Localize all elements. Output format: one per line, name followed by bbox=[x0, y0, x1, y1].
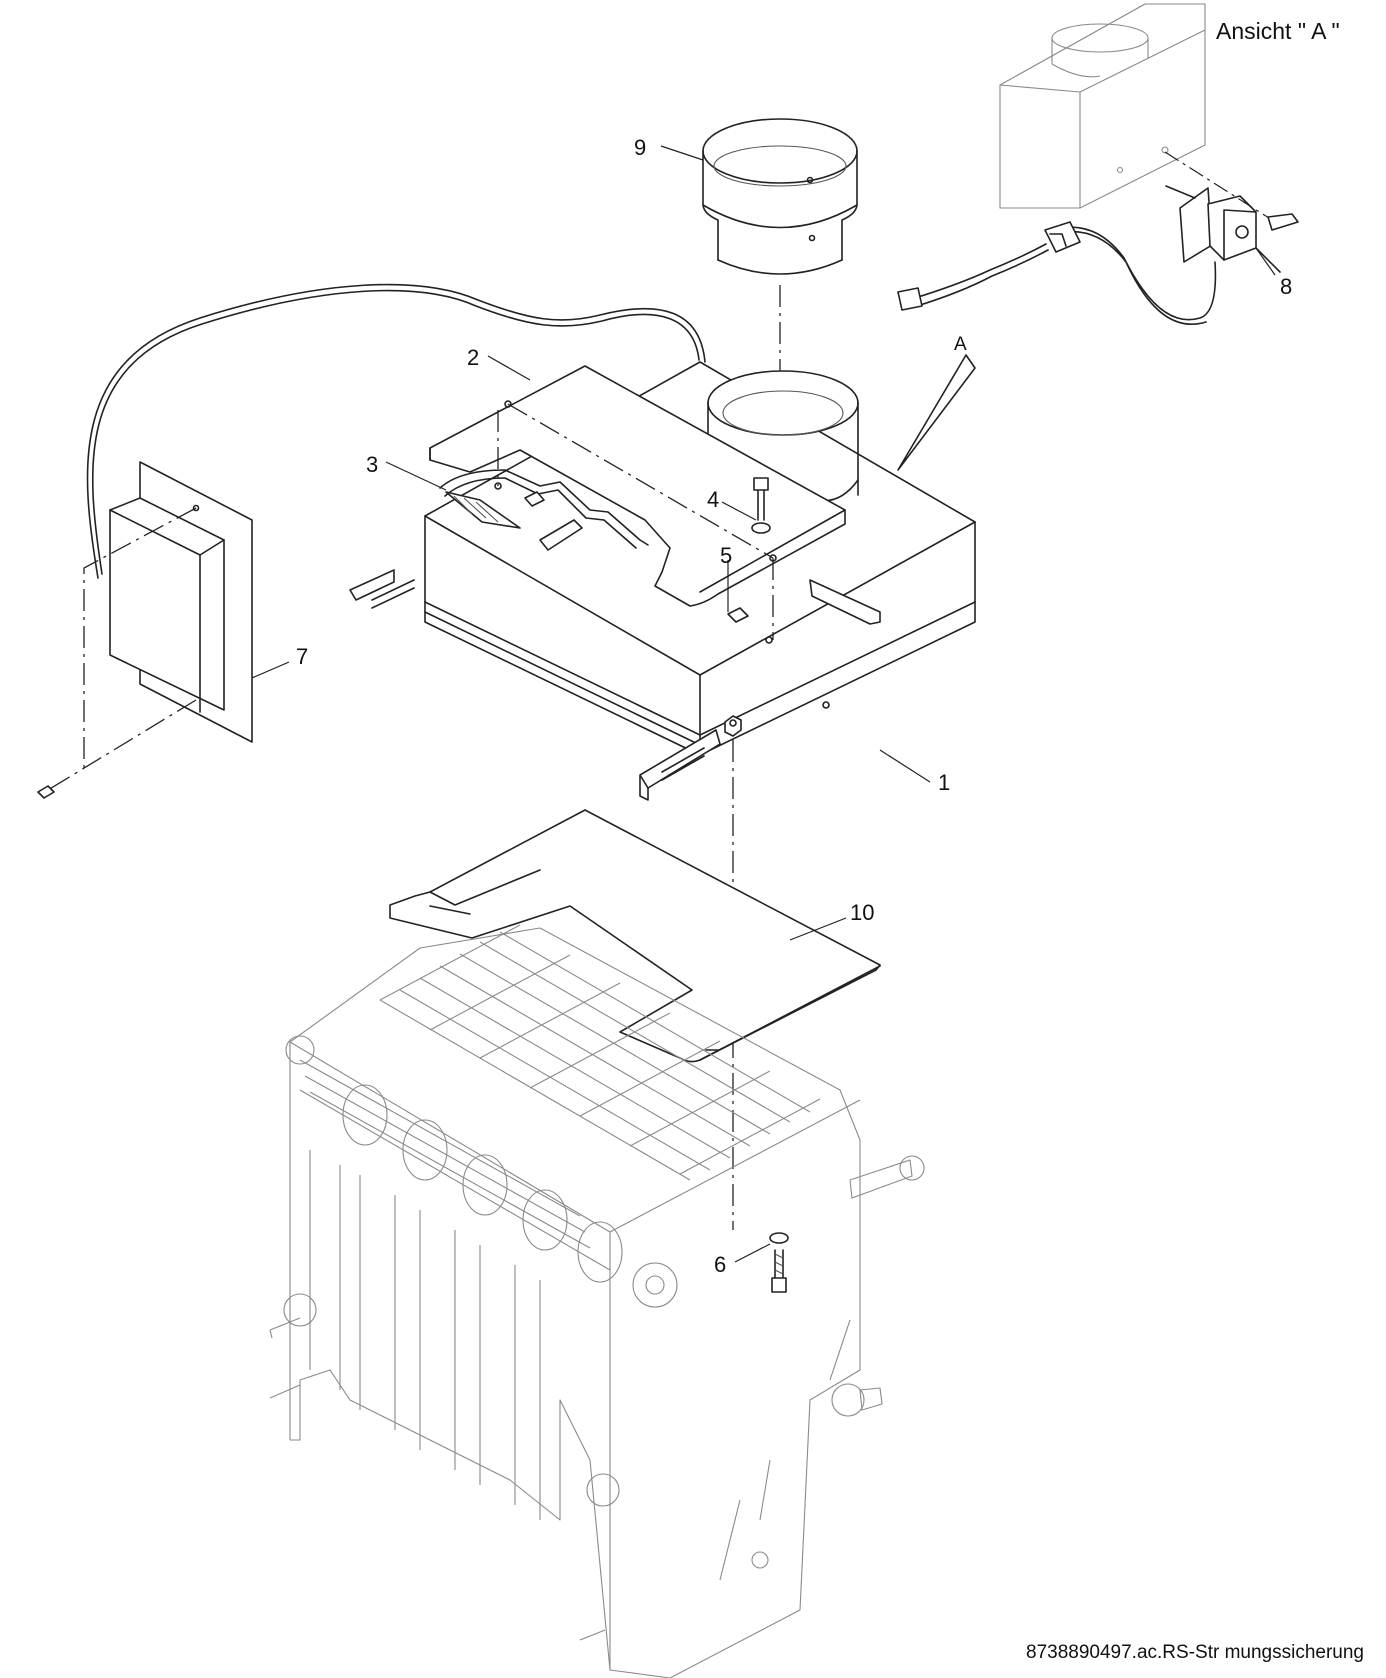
callout-7: 7 bbox=[296, 644, 308, 669]
control-box-part-7 bbox=[37, 461, 253, 799]
view-a-inset bbox=[897, 3, 1299, 325]
sensor-cable bbox=[86, 283, 706, 579]
heat-shield-part-10 bbox=[389, 809, 881, 1063]
screw-part-4 bbox=[751, 477, 771, 534]
view-arrow-letter: A bbox=[954, 334, 967, 355]
callout-3: 3 bbox=[366, 452, 378, 477]
callout-8: 8 bbox=[1280, 274, 1292, 299]
heat-exchanger-block bbox=[269, 924, 925, 1678]
document-id: 8738890497.ac.RS-Str mungssicherung bbox=[1026, 1642, 1364, 1663]
callout-9: 9 bbox=[634, 135, 646, 160]
callout-4: 4 bbox=[707, 487, 719, 512]
view-a-arrow bbox=[897, 354, 976, 471]
callout-6: 6 bbox=[714, 1252, 726, 1277]
callout-2: 2 bbox=[467, 345, 479, 370]
callout-1: 1 bbox=[938, 770, 950, 795]
flow-safety-switch-part-8 bbox=[897, 151, 1299, 325]
leader-lines bbox=[251, 145, 1276, 1263]
view-a-label: Ansicht " A " bbox=[1216, 18, 1340, 44]
callout-5: 5 bbox=[720, 543, 732, 568]
cover-plate-part-2 bbox=[429, 365, 846, 644]
screw-part-6 bbox=[769, 1232, 789, 1293]
flue-adapter-part-9 bbox=[702, 118, 858, 275]
callout-10: 10 bbox=[850, 900, 874, 925]
